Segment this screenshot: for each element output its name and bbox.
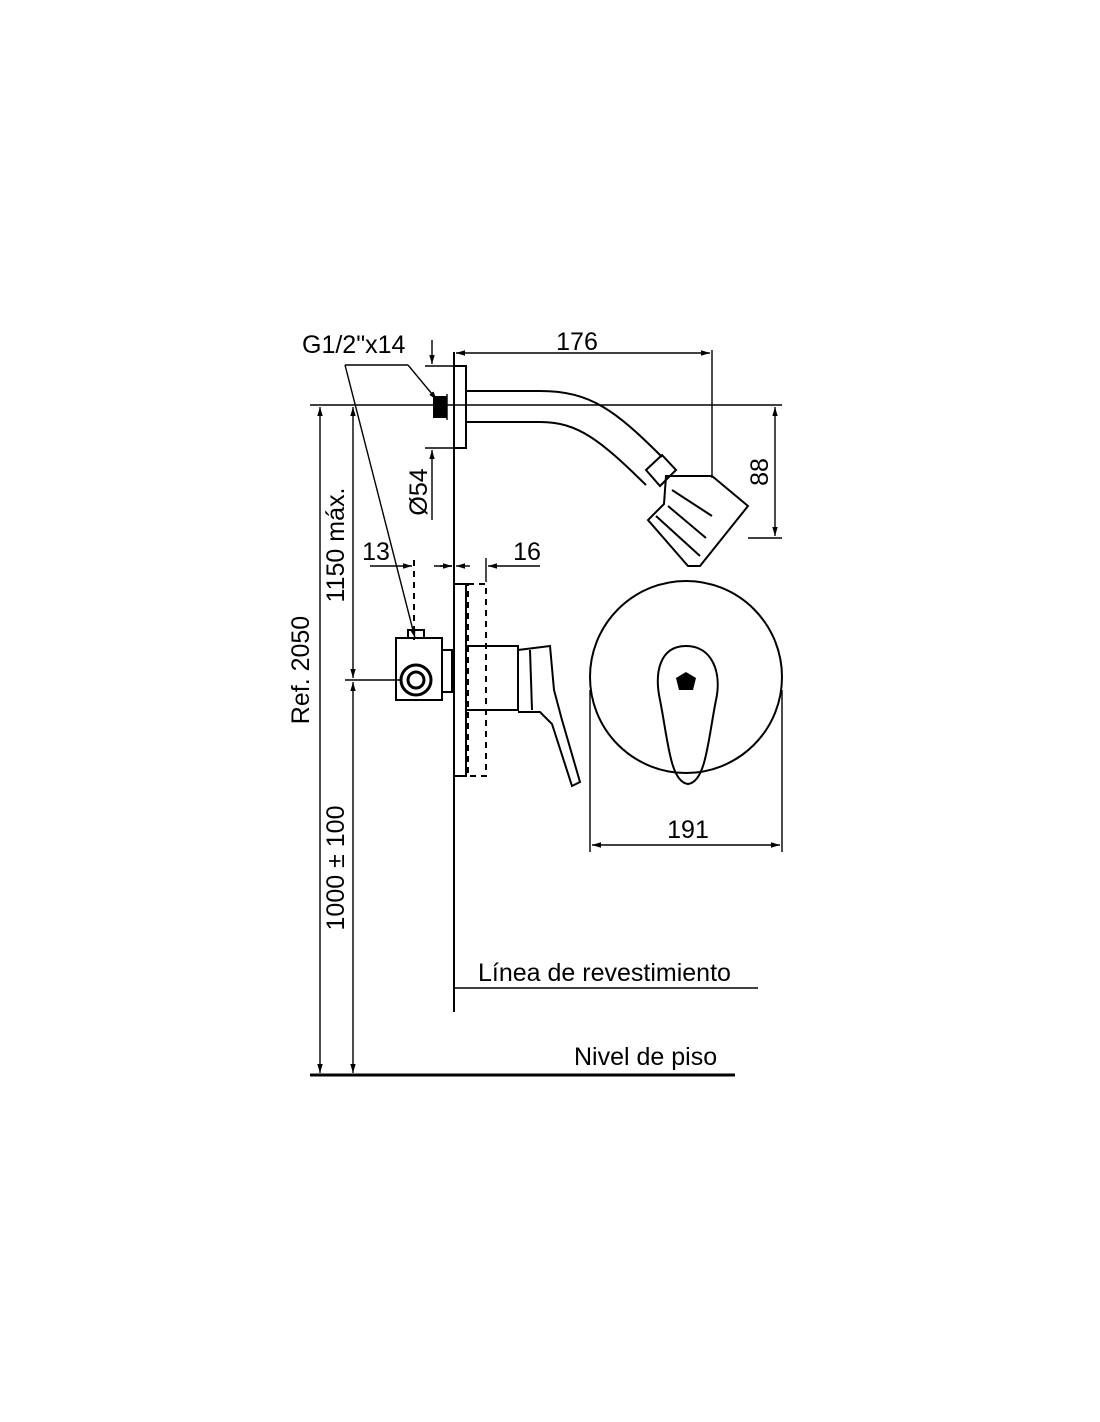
mixer-lever-detail — [529, 649, 533, 711]
arm-length-label: 176 — [556, 328, 598, 356]
cover-plate-outline — [467, 583, 487, 777]
shower-flange — [453, 365, 467, 449]
mixer-lever-side — [466, 644, 582, 788]
valve-height-label: 1000 ± 100 — [322, 806, 350, 931]
valve-port-outer — [399, 663, 433, 697]
mixer-lever-front — [656, 644, 719, 786]
flange-diameter-label: Ø54 — [405, 468, 433, 515]
ref-height-label: Ref. 2050 — [287, 616, 315, 724]
valve-top-tab — [407, 629, 425, 638]
thread-connection — [433, 396, 447, 418]
thread-leader-top — [407, 364, 438, 401]
shower-head-detail — [655, 489, 713, 557]
head-drop-label: 88 — [746, 458, 774, 486]
cover-plate-side — [453, 583, 467, 777]
max-height-label: 1150 máx. — [322, 488, 350, 603]
thread-leader-bottom — [344, 364, 416, 639]
thread-label: G1/2"x14 — [302, 331, 405, 359]
valve-body-neck — [442, 649, 453, 693]
valve-port-inner — [406, 670, 426, 690]
plate-diameter-label: 191 — [667, 816, 709, 844]
valve-offset-label: 13 — [362, 538, 390, 566]
arm-nut — [644, 453, 678, 488]
wall-line-label: Línea de revestimiento — [478, 959, 731, 987]
cover-plate-front — [589, 580, 783, 774]
shower-head — [646, 475, 750, 567]
floor-line-label: Nivel de piso — [574, 1043, 717, 1071]
lever-screw-icon — [676, 672, 696, 690]
valve-body — [395, 637, 443, 701]
shower-arm — [466, 390, 663, 486]
cover-depth-label: 16 — [513, 538, 541, 566]
